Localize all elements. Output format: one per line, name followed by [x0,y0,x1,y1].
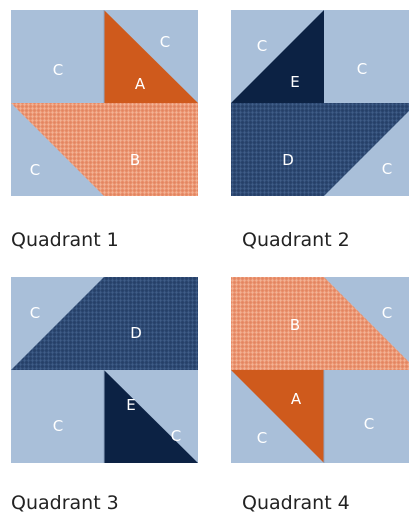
quadrant-3-block: C D C E C [11,277,198,463]
quadrant-1-caption: Quadrant 1 [11,229,119,251]
quadrant-2-label-e: E [290,73,299,91]
quadrant-2-label-c-top-right: C [357,60,367,78]
quadrant-4-label-c-bottom-right: C [364,415,374,433]
quadrant-3-label-e: E [126,396,135,414]
quadrant-3-caption: Quadrant 3 [11,492,119,514]
quadrant-2-label-c-bottom-right: C [382,160,392,178]
quadrant-1-label-c-bottom-left: C [30,161,40,179]
quadrant-1-label-a: A [135,75,146,93]
quadrant-3-label-c-top-left: C [30,304,40,322]
quadrant-1-label-c-top-right: C [160,33,170,51]
quadrant-2-block: C E C D C [231,10,409,196]
quadrant-1-piece-a-triangle [104,10,198,103]
quadrant-3-piece-d-parallelogram [11,277,198,370]
quadrant-1-piece-b-parallelogram [11,103,198,196]
quadrant-3-label-c-bottom-left: C [53,417,63,435]
quadrant-4-label-c-bottom-left: C [257,429,267,447]
quadrant-4-piece-a-triangle [231,370,324,463]
quadrant-2-label-d: D [282,151,294,169]
quadrant-1-block: C C A C B [11,10,198,196]
quadrant-4-label-a: A [291,390,302,408]
quadrant-3-label-d: D [130,324,142,342]
quadrant-2-caption: Quadrant 2 [242,229,350,251]
quadrant-1-label-c-top-left: C [53,61,63,79]
quadrant-1-label-b: B [130,151,140,169]
quadrant-3-piece-e-triangle [104,370,198,463]
quadrant-4-label-b: B [290,316,300,334]
quadrant-2-piece-d-parallelogram [231,103,409,196]
quadrant-4-piece-b-parallelogram [231,277,409,370]
quadrant-4-caption: Quadrant 4 [242,492,350,514]
quadrant-2-piece-e-triangle [231,10,324,103]
quadrant-4-label-c-top-right: C [382,304,392,322]
quadrant-4-block: B C A C C [231,277,409,463]
quadrant-3-label-c-bottom-right: C [171,427,181,445]
quadrant-2-label-c-top-left: C [257,37,267,55]
